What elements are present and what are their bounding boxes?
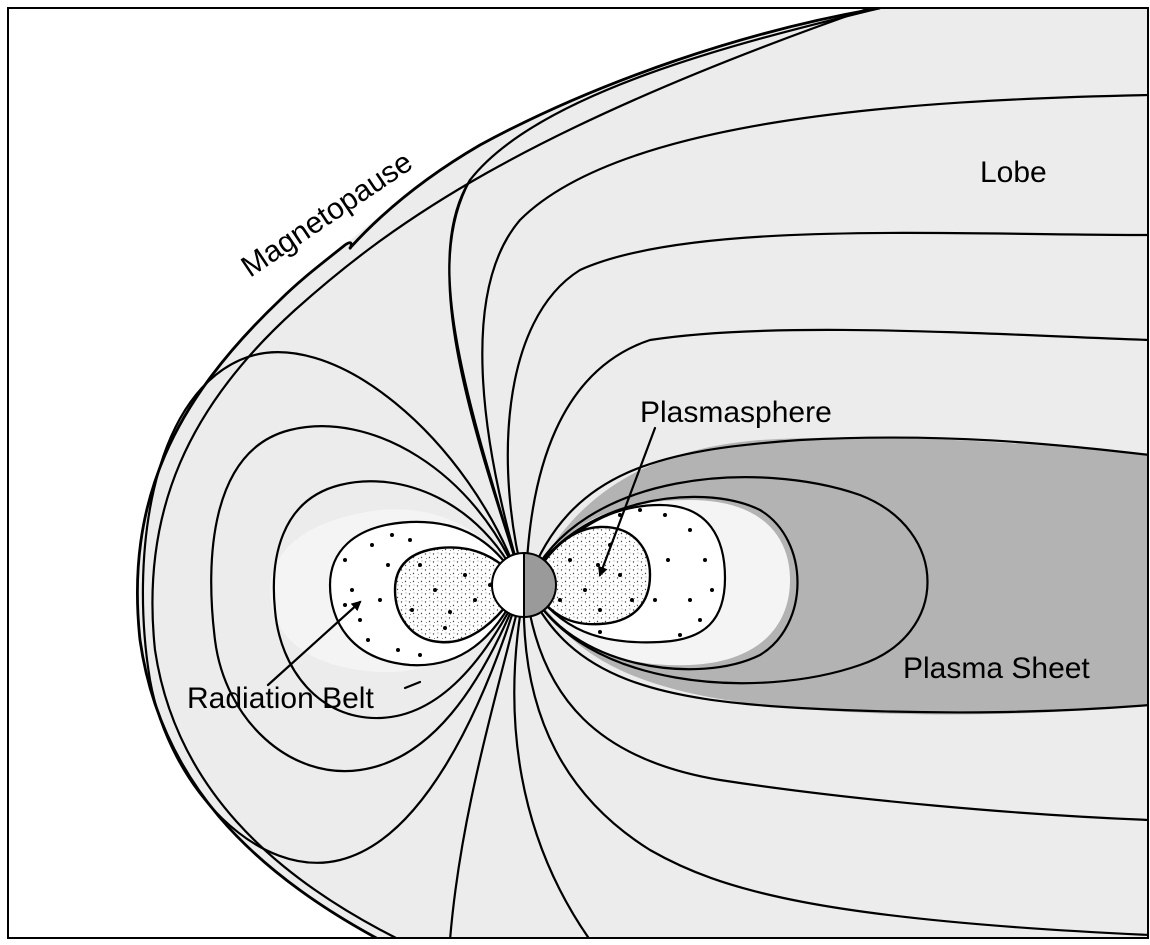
figure-frame	[7, 7, 1149, 939]
magnetopause-boundary	[136, 8, 881, 938]
radiation-belt-tick	[403, 680, 422, 690]
label-plasma-sheet: Plasma Sheet	[903, 652, 1090, 685]
label-lobe: Lobe	[980, 156, 1047, 189]
dayside-closed-loops-right	[526, 476, 929, 685]
radiation-belt-arrow	[266, 600, 362, 687]
tail-field-lines	[448, 8, 1148, 938]
dayside-field-lines-left	[141, 178, 524, 864]
plasmasphere	[393, 525, 652, 644]
label-radiation-belt: Radiation Belt	[187, 682, 374, 715]
plasmasphere-arrow	[598, 426, 657, 577]
earth-icon	[491, 551, 557, 619]
label-plasmasphere: Plasmasphere	[640, 396, 832, 429]
magnetopause-inner	[151, 8, 872, 938]
